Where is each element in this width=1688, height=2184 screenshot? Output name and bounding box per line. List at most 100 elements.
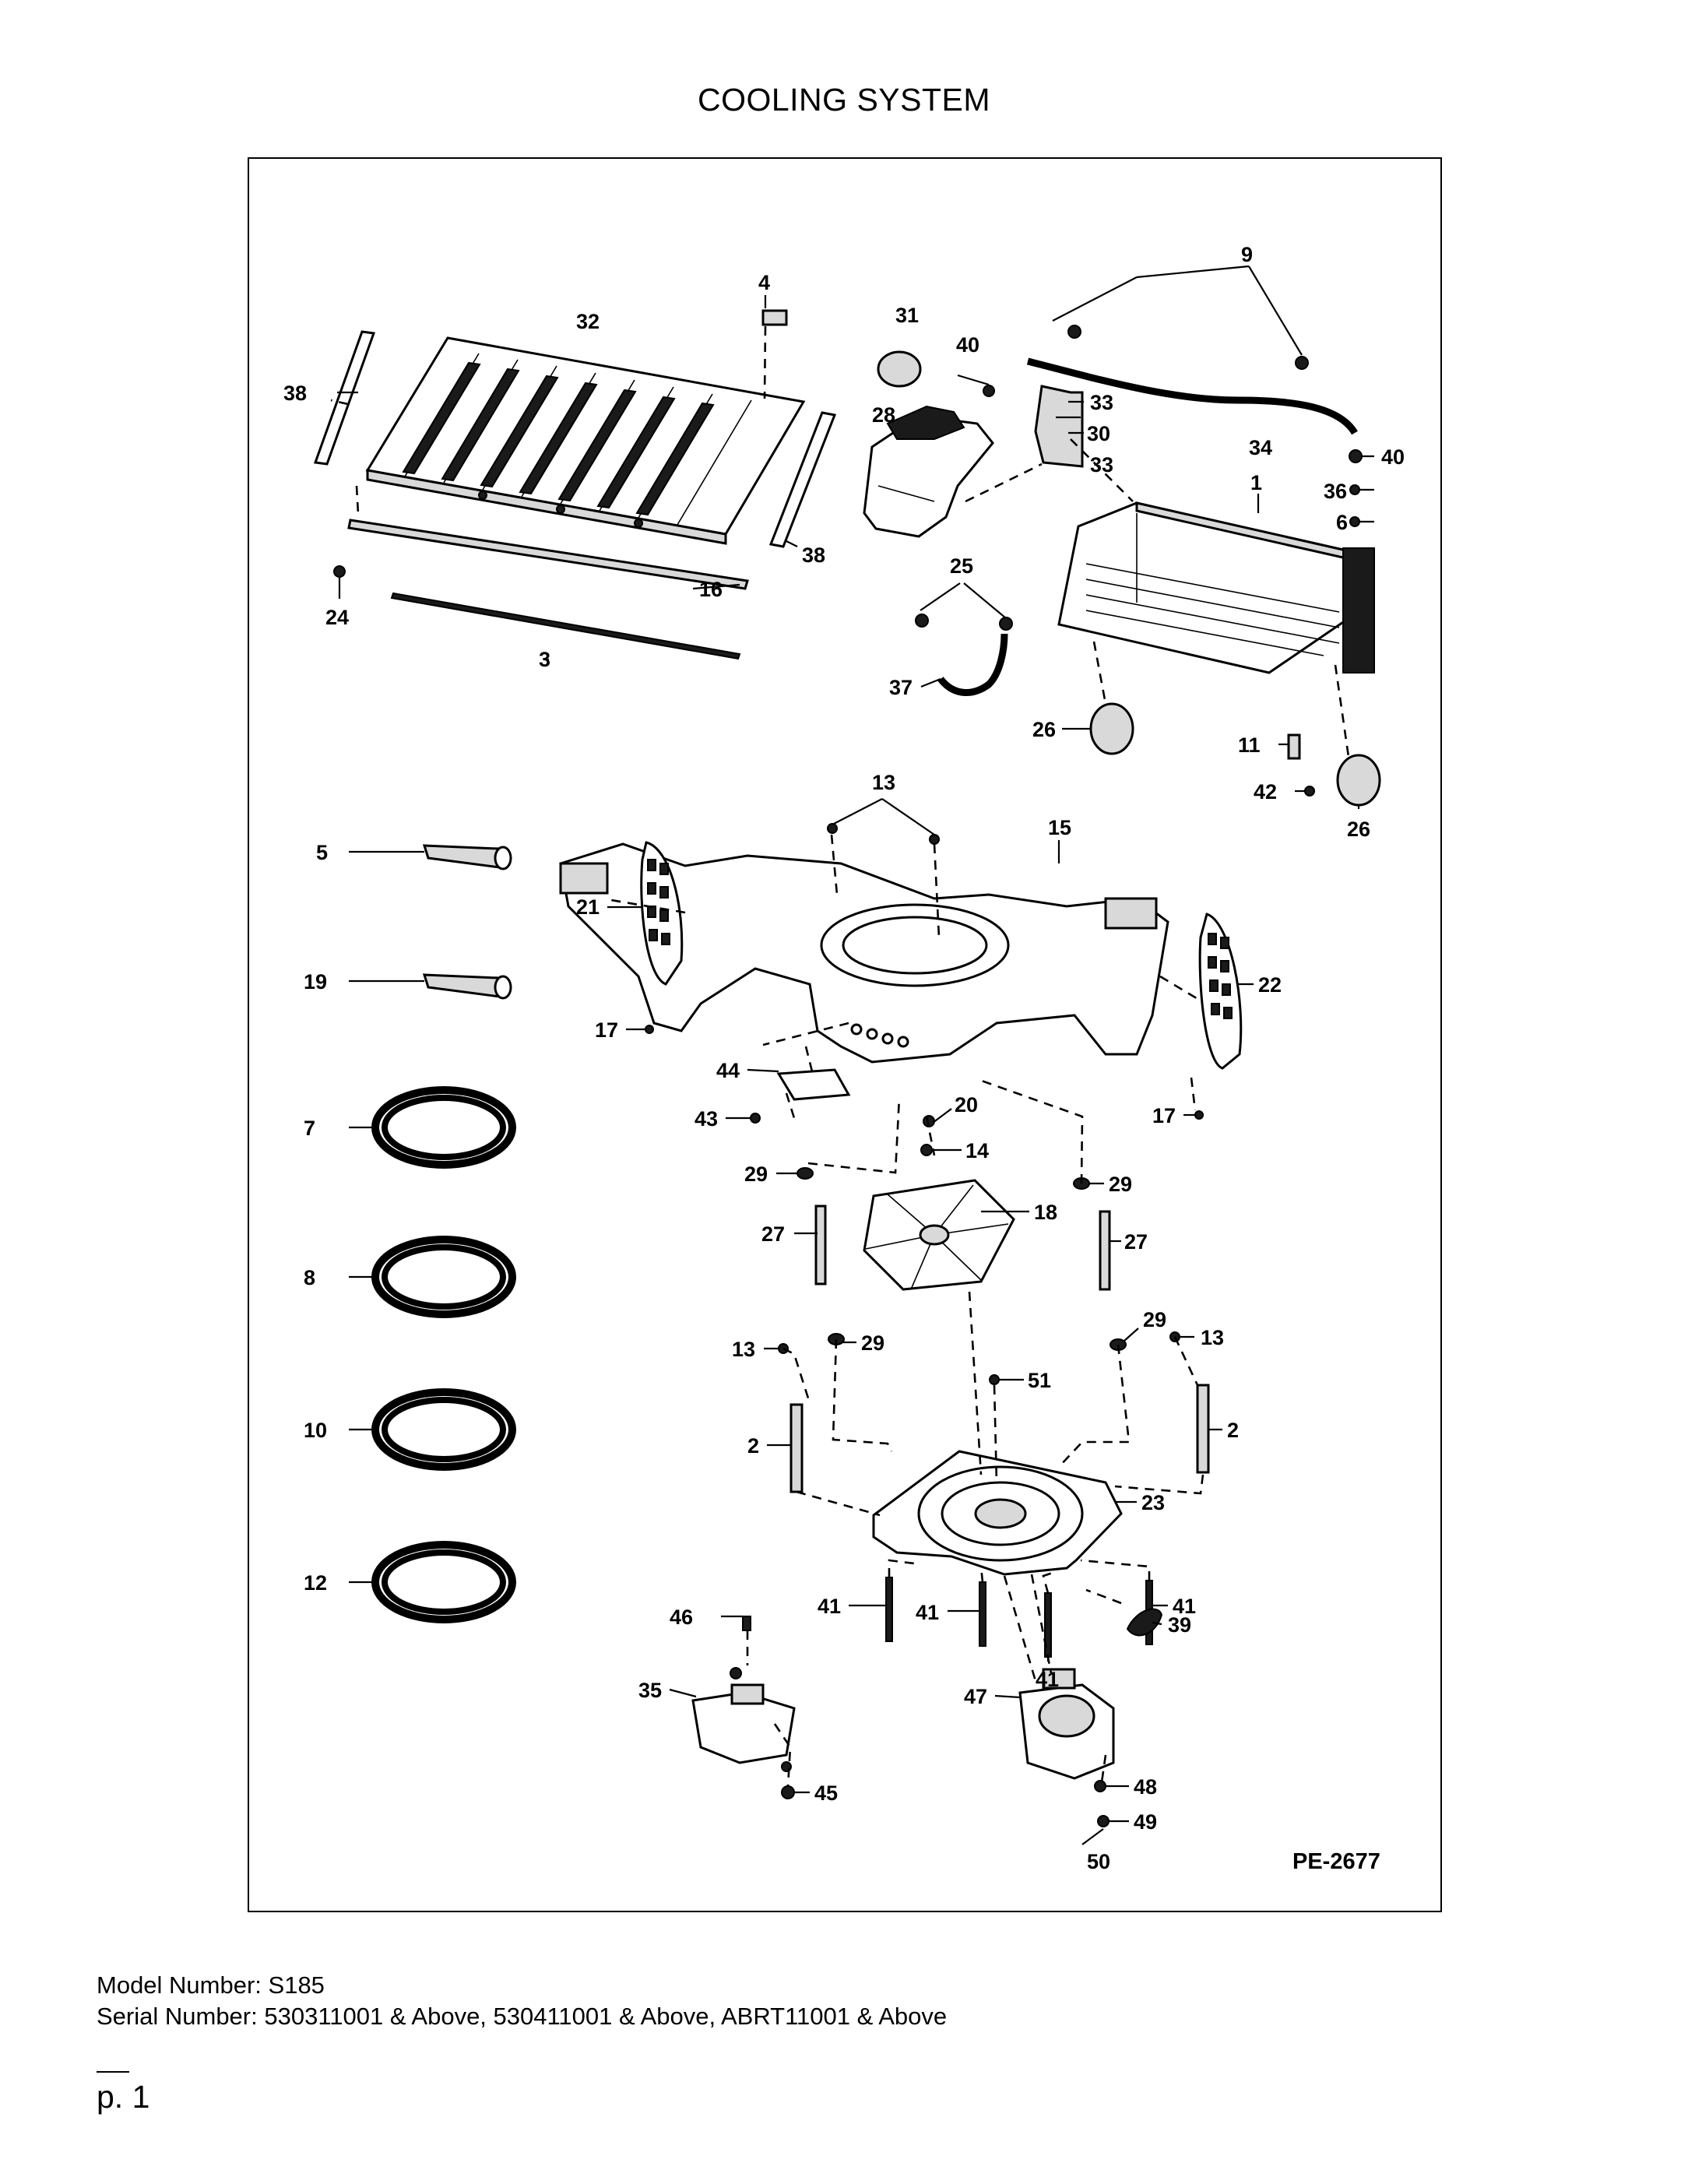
callout-7: 7 <box>304 1117 315 1140</box>
callout-40-top: 40 <box>956 333 979 357</box>
callout-2-left: 2 <box>747 1434 759 1458</box>
callout-45: 45 <box>814 1781 838 1805</box>
hose-coil-10 <box>371 1388 516 1471</box>
page-title: COOLING SYSTEM <box>697 82 991 118</box>
bolt-24-icon <box>333 565 346 578</box>
callout-2-right: 2 <box>1227 1419 1239 1442</box>
callout-18: 18 <box>1034 1201 1057 1224</box>
page-number: p. 1 <box>97 2079 150 2115</box>
hose-coil-8 <box>371 1236 516 1318</box>
callout-41-a: 41 <box>818 1595 841 1618</box>
callout-27-left: 27 <box>761 1222 785 1246</box>
diagram-reference-code: PE-2677 <box>1292 1849 1380 1874</box>
hose-coil-7 <box>371 1086 516 1169</box>
callout-11: 11 <box>1238 733 1261 757</box>
callout-15: 15 <box>1048 816 1071 839</box>
callout-35: 35 <box>638 1679 662 1702</box>
side-grille-21 <box>640 841 684 986</box>
callout-6: 6 <box>1336 511 1348 534</box>
callout-46: 46 <box>670 1605 693 1629</box>
callout-50: 50 <box>1087 1850 1110 1873</box>
callout-17-left: 17 <box>595 1018 618 1042</box>
seal-strip-3 <box>390 592 741 660</box>
mount-26-right <box>1336 754 1381 807</box>
callout-17-right: 17 <box>1152 1104 1176 1127</box>
callout-41-c: 41 <box>1036 1668 1059 1691</box>
cooling-system-exploded-view: 4 9 32 31 40 38 28 33 30 33 34 40 1 36 6… <box>283 243 1405 1874</box>
callout-26-right: 26 <box>1347 818 1370 841</box>
callout-23: 23 <box>1141 1491 1165 1514</box>
callout-25: 25 <box>950 554 973 578</box>
callout-24: 24 <box>325 606 349 629</box>
grille-assembly <box>365 336 806 545</box>
callout-42: 42 <box>1254 780 1277 804</box>
support-bar-16 <box>347 519 749 590</box>
sealant-tube-19 <box>422 973 512 1000</box>
callout-31: 31 <box>895 304 919 327</box>
bracket-30 <box>1034 385 1084 468</box>
callout-33-upper: 33 <box>1090 391 1113 414</box>
clip-4 <box>761 309 788 326</box>
callout-29-upper-left: 29 <box>744 1162 768 1186</box>
callout-19: 19 <box>304 970 327 994</box>
callout-27-right: 27 <box>1124 1230 1148 1254</box>
callout-5: 5 <box>316 841 328 864</box>
callout-37: 37 <box>889 676 913 699</box>
callout-3: 3 <box>539 648 550 671</box>
callout-22: 22 <box>1258 973 1282 997</box>
callout-49: 49 <box>1134 1810 1157 1834</box>
callout-8: 8 <box>304 1266 315 1289</box>
seal-strip-left <box>313 330 376 466</box>
exploded-parts-diagram: 4 9 32 31 40 38 28 33 30 33 34 40 1 36 6… <box>248 157 1442 1912</box>
callout-12: 12 <box>304 1571 327 1595</box>
motor-mount-plate-23 <box>872 1450 1123 1576</box>
callout-44: 44 <box>716 1059 740 1082</box>
callout-1: 1 <box>1250 471 1262 494</box>
callout-14: 14 <box>965 1139 989 1162</box>
callout-38-right: 38 <box>802 543 825 567</box>
callout-48: 48 <box>1134 1775 1157 1799</box>
callout-labels: 4 9 32 31 40 38 28 33 30 33 34 40 1 36 6… <box>283 243 1405 1873</box>
callout-29-upper-right: 29 <box>1109 1173 1132 1196</box>
callout-32: 32 <box>576 310 600 333</box>
hydraulic-motor-47 <box>1018 1668 1115 1780</box>
sealant-tube-5 <box>422 844 512 870</box>
callout-29-lower-left: 29 <box>861 1331 884 1355</box>
callout-26-left: 26 <box>1032 718 1056 741</box>
fan-18 <box>863 1179 1015 1291</box>
callout-51: 51 <box>1028 1369 1051 1392</box>
reservoir-cap-31 <box>877 350 922 388</box>
callout-41-b: 41 <box>916 1601 939 1624</box>
callout-30: 30 <box>1087 422 1110 445</box>
hose-coil-12 <box>371 1541 516 1623</box>
mount-26-left <box>1089 702 1134 755</box>
callout-39: 39 <box>1168 1613 1191 1637</box>
callout-33-lower: 33 <box>1090 453 1113 477</box>
hydraulic-motor-35 <box>691 1667 796 1764</box>
seal-strip-right <box>768 411 837 548</box>
side-grille-22 <box>1198 913 1243 1070</box>
model-number-line: Model Number: S185 <box>97 1971 325 1999</box>
fan-shroud <box>559 842 1169 1064</box>
callout-20: 20 <box>955 1093 978 1117</box>
callout-13-top: 13 <box>872 771 895 794</box>
callout-9: 9 <box>1241 243 1253 266</box>
callout-16: 16 <box>699 578 723 601</box>
page-number-rule <box>97 2071 129 2073</box>
callout-4: 4 <box>758 271 770 294</box>
callout-10: 10 <box>304 1419 327 1442</box>
serial-number-line: Serial Number: 530311001 & Above, 530411… <box>97 2003 948 2030</box>
coolant-reservoir <box>863 350 994 538</box>
callout-34: 34 <box>1249 436 1272 459</box>
callout-38-left: 38 <box>283 382 307 405</box>
callout-29-lower-right: 29 <box>1143 1308 1166 1331</box>
callout-36: 36 <box>1324 480 1347 503</box>
callout-47: 47 <box>964 1685 987 1708</box>
callout-21: 21 <box>576 895 600 919</box>
callout-40-right: 40 <box>1381 445 1405 469</box>
callout-13-left: 13 <box>732 1338 755 1361</box>
callout-43: 43 <box>695 1107 718 1131</box>
plate-44 <box>776 1068 851 1101</box>
callout-28: 28 <box>872 403 895 427</box>
callout-13-right: 13 <box>1201 1326 1224 1349</box>
